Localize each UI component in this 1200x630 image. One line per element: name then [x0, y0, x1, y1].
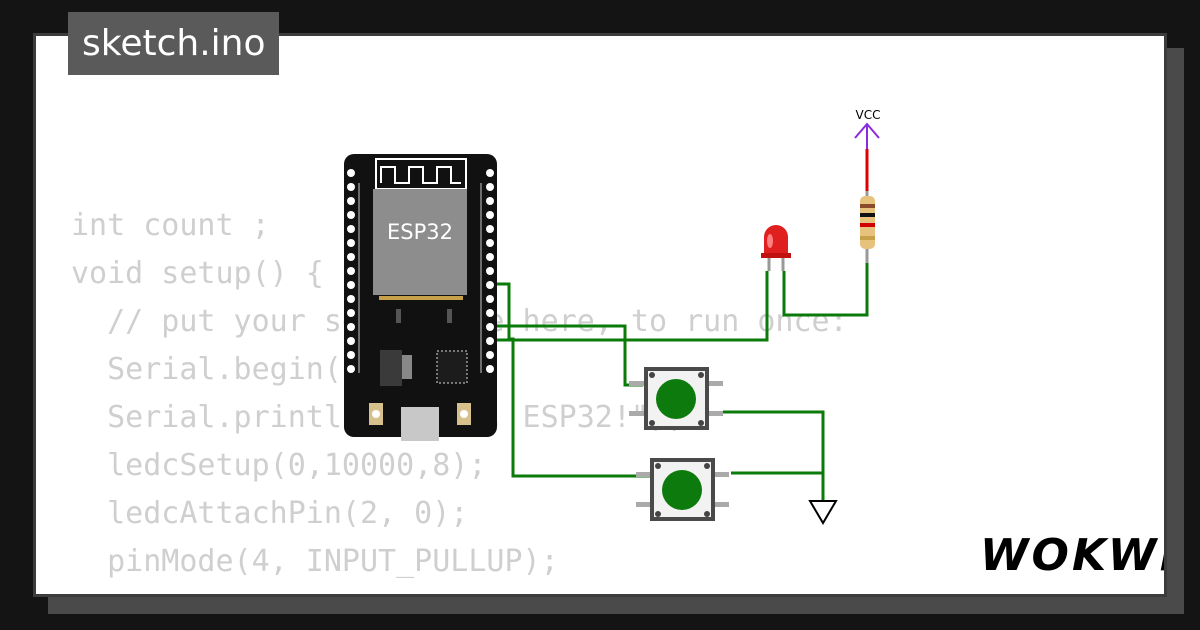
red-led[interactable]	[761, 225, 791, 271]
wire-button1-gnd	[723, 410, 825, 473]
esp32-chip	[373, 189, 467, 295]
chip-label: ESP32	[387, 220, 453, 244]
wokwi-logo: WOKWi	[980, 530, 1167, 581]
code-line: ledcAttachPin(2, 0);	[71, 496, 469, 531]
filename-tab[interactable]: sketch.ino	[68, 12, 280, 75]
code-line: pinMode(4, INPUT_PULLUP);	[71, 544, 559, 579]
code-line: pinMode(5, INPUT_PULLUP);	[71, 586, 848, 594]
usb-chip	[436, 350, 468, 384]
pushbutton-2[interactable]	[636, 458, 729, 521]
code-line: void setup() {	[71, 256, 324, 291]
code-line: int count ;	[71, 208, 270, 243]
pushbutton-1[interactable]	[629, 367, 723, 430]
esp32-board[interactable]: ESP32	[344, 154, 497, 441]
left-pin-header	[347, 169, 355, 373]
vcc-power-symbol: VCC	[854, 108, 881, 193]
pin-labels	[358, 183, 482, 373]
resistor[interactable]	[860, 191, 875, 263]
preview-card: int count ;void setup() { // put your se…	[33, 33, 1167, 597]
chip-pads	[379, 296, 463, 300]
wire-button2-gnd	[731, 471, 825, 501]
usb-port	[401, 407, 439, 441]
wire-led-resistor	[782, 261, 869, 317]
regulator	[380, 350, 402, 386]
circuit-diagram: ESP32	[344, 108, 881, 525]
code-line: ledcSetup(0,10000,8);	[71, 448, 487, 483]
right-pin-header	[486, 169, 494, 373]
wire-led-anode	[487, 271, 769, 342]
antenna-trace	[380, 166, 461, 184]
ground-symbol	[808, 500, 838, 525]
vcc-label: VCC	[856, 108, 881, 122]
